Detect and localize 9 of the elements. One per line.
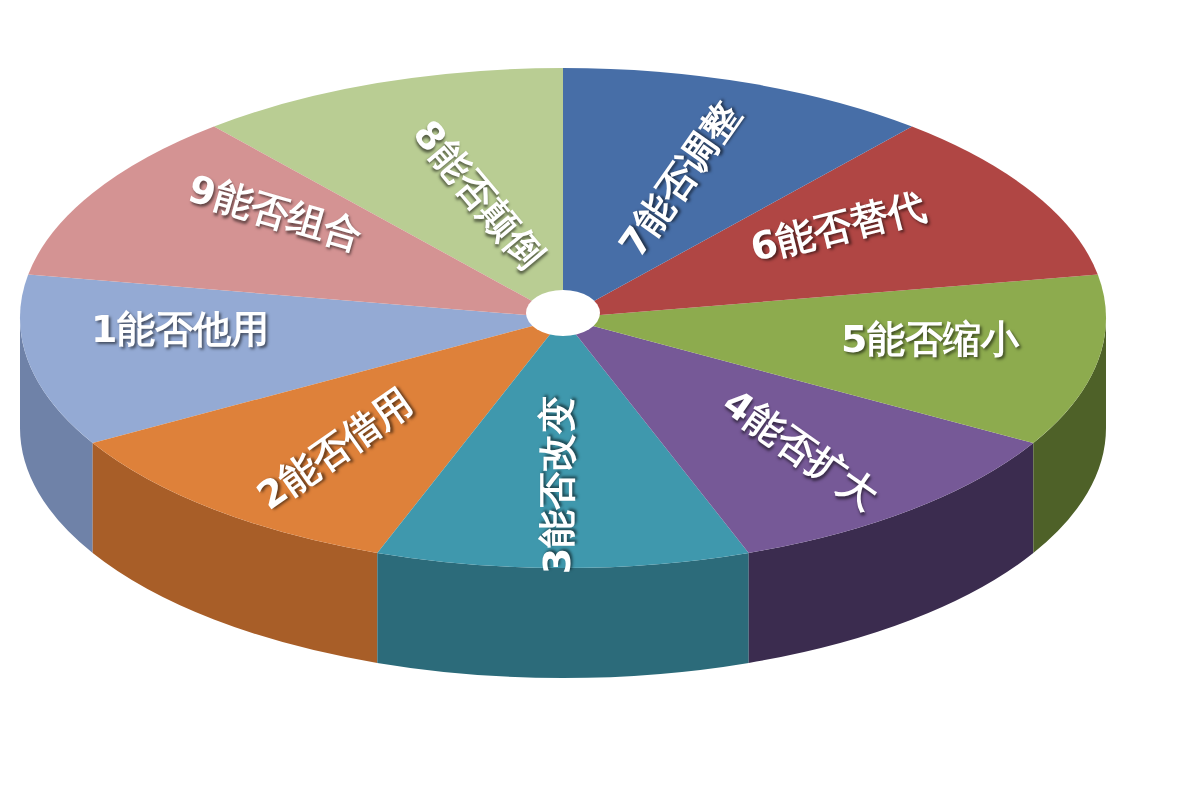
slice-label: 3能否改变 — [537, 395, 580, 575]
slice-label: 7能否调整 — [611, 94, 749, 265]
slice-label: 6能否替代 — [746, 186, 930, 270]
slice-label: 1能否他用 — [91, 309, 270, 351]
slice-label: 5能否缩小 — [841, 319, 1020, 361]
slice-label: 4能否扩大 — [715, 381, 886, 519]
slice-label: 9能否组合 — [183, 168, 367, 258]
slice-label: 2能否借用 — [250, 381, 421, 519]
slice-label: 8能否颠倒 — [404, 113, 552, 277]
